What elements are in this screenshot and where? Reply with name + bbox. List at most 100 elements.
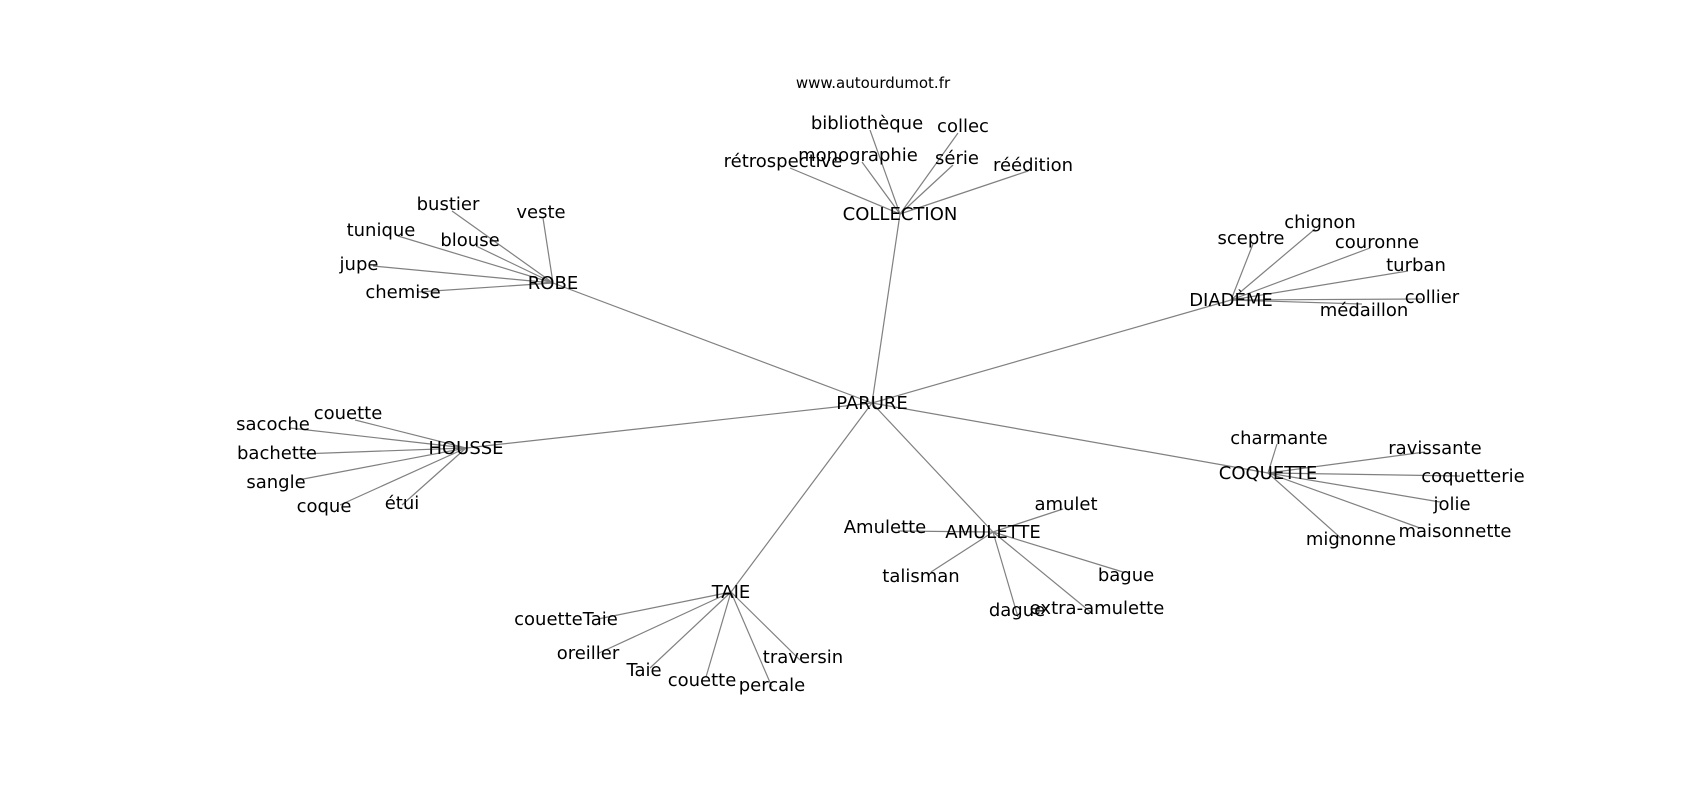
leaf-node-label-amulette: amulet: [1034, 494, 1097, 515]
leaf-node-label-diademe: couronne: [1335, 232, 1419, 253]
hub-node-label-amulette: AMULETTE: [945, 522, 1040, 543]
leaf-node-label-housse: bachette: [237, 443, 317, 464]
edge-diademe-leaf: [1230, 243, 1254, 301]
edge-coquette-leaf: [1267, 472, 1441, 503]
leaf-node-label-housse: coque: [297, 496, 352, 517]
leaf-node-label-coquette: maisonnette: [1398, 521, 1511, 542]
edge-housse-leaf: [289, 427, 467, 449]
leaf-node-label-robe: veste: [516, 202, 565, 223]
edge-taie-leaf: [597, 591, 732, 620]
edge-center-to-robe: [552, 282, 873, 404]
leaf-node-label-diademe: sceptre: [1218, 228, 1285, 249]
hub-node-label-diademe: DIADÈME: [1189, 289, 1273, 311]
leaf-node-label-diademe: médaillon: [1320, 300, 1409, 321]
edge-amulette-leaf: [897, 530, 994, 533]
edge-amulette-leaf: [992, 531, 1094, 615]
edge-collection-leaf: [861, 161, 901, 215]
source-label: www.autourdumot.fr: [796, 74, 951, 92]
leaf-node-label-collection: rétrospective: [724, 151, 843, 172]
edge-taie-leaf: [730, 591, 801, 661]
edge-coquette-leaf: [1267, 472, 1461, 477]
edge-housse-leaf: [401, 447, 467, 506]
leaf-node-label-amulette: bague: [1098, 565, 1154, 586]
leaf-node-label-coquette: charmante: [1230, 428, 1328, 449]
edge-taie-leaf: [705, 591, 732, 678]
leaf-node-label-robe: chemise: [365, 282, 440, 303]
edge-center-to-collection: [871, 213, 901, 404]
leaf-node-label-diademe: collier: [1405, 287, 1460, 308]
leaf-node-label-collection: série: [935, 148, 979, 169]
labels-layer: PARURE COLLECTION bibliothèque collec monogr…: [236, 113, 1525, 696]
leaf-node-label-housse: sangle: [246, 472, 305, 493]
leaf-node-label-housse: sacoche: [236, 414, 310, 435]
leaf-node-label-collection: collec: [937, 116, 989, 137]
leaf-node-label-taie: couetteTaie: [514, 609, 618, 630]
edge-collection-leaf: [899, 132, 959, 215]
center-node-label: PARURE: [836, 393, 908, 414]
edge-center-to-amulette: [871, 402, 994, 533]
edge-taie-leaf: [730, 591, 773, 688]
hub-node-label-robe: ROBE: [528, 273, 578, 294]
hub-node-label-collection: COLLECTION: [843, 204, 958, 225]
edge-diademe-leaf: [1230, 270, 1409, 301]
leaf-node-label-amulette: Amulette: [844, 517, 927, 538]
leaf-node-label-collection: bibliothèque: [811, 113, 923, 134]
leaf-node-label-amulette: talisman: [882, 566, 959, 587]
edge-housse-leaf: [354, 419, 467, 449]
edge-robe-leaf: [542, 217, 554, 284]
leaf-node-label-amulette: dague: [989, 600, 1045, 621]
edge-collection-leaf: [789, 167, 901, 215]
hub-node-label-coquette: COQUETTE: [1219, 463, 1318, 484]
edge-taie-leaf: [649, 591, 732, 669]
edge-robe-leaf: [397, 235, 554, 284]
edge-robe-leaf: [417, 282, 554, 293]
edge-robe-leaf: [475, 245, 554, 284]
edge-amulette-leaf: [930, 531, 994, 573]
edge-diademe-leaf: [1230, 247, 1371, 301]
edge-amulette-leaf: [992, 531, 1019, 618]
leaf-node-label-collection: monographie: [798, 145, 918, 166]
edges-layer: [289, 129, 1461, 688]
edge-diademe-leaf: [1230, 298, 1423, 301]
edge-robe-leaf: [451, 210, 554, 284]
leaf-node-label-coquette: jolie: [1432, 494, 1470, 515]
edge-housse-leaf: [339, 447, 467, 506]
edge-taie-leaf: [598, 591, 732, 654]
hub-node-label-housse: HOUSSE: [428, 438, 503, 459]
leaf-node-label-taie: traversin: [763, 647, 843, 668]
leaf-node-label-amulette: extra-amulette: [1030, 598, 1165, 619]
leaf-node-label-robe: blouse: [440, 230, 499, 251]
edge-housse-leaf: [299, 447, 467, 455]
leaf-node-label-taie: oreiller: [557, 643, 620, 664]
edge-diademe-leaf: [1230, 299, 1363, 305]
edge-collection-leaf: [869, 129, 901, 215]
edge-center-to-taie: [730, 402, 873, 593]
edge-center-to-diademe: [871, 299, 1232, 404]
leaf-node-label-robe: bustier: [417, 194, 480, 215]
edge-coquette-leaf: [1267, 472, 1421, 529]
leaf-node-label-taie: Taie: [625, 660, 661, 681]
edge-amulette-leaf: [992, 508, 1064, 533]
edge-center-to-coquette: [871, 402, 1269, 474]
leaf-node-label-housse: étui: [385, 493, 420, 514]
leaf-node-label-housse: couette: [314, 403, 383, 424]
leaf-node-label-coquette: coquetterie: [1421, 466, 1524, 487]
edge-housse-leaf: [297, 447, 467, 481]
leaf-node-label-robe: tunique: [347, 220, 416, 241]
edge-robe-leaf: [372, 265, 554, 284]
edge-coquette-leaf: [1267, 443, 1278, 474]
leaf-node-label-taie: couette: [668, 670, 737, 691]
leaf-node-label-taie: percale: [739, 675, 806, 696]
leaf-node-label-collection: réédition: [993, 155, 1073, 176]
edge-center-to-housse: [465, 402, 873, 449]
leaf-node-label-diademe: chignon: [1284, 212, 1356, 233]
edge-amulette-leaf: [992, 531, 1124, 573]
edge-collection-leaf: [899, 164, 954, 215]
leaf-node-label-diademe: turban: [1386, 255, 1446, 276]
leaf-node-label-coquette: ravissante: [1388, 438, 1481, 459]
edge-diademe-leaf: [1230, 228, 1316, 301]
leaf-node-label-coquette: mignonne: [1306, 529, 1396, 550]
edge-collection-leaf: [899, 170, 1029, 215]
